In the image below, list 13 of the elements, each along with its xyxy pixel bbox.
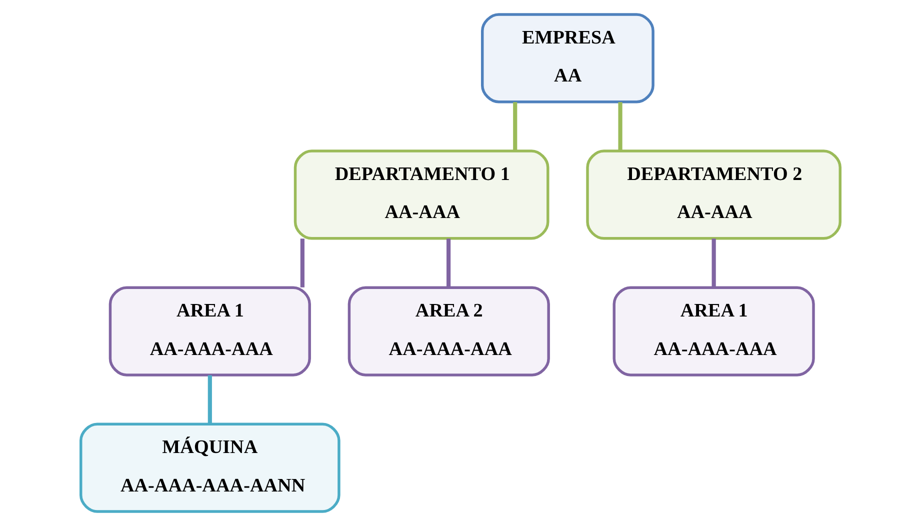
connector	[512, 102, 517, 150]
node-box: MÁQUINA AA-AAA-AAA-AANN	[79, 422, 340, 512]
connector	[618, 102, 622, 150]
node-box: EMPRESA AA	[480, 12, 654, 103]
node-box: AREA 1 AA-AAA-AAA	[108, 286, 310, 376]
node-box: DEPARTAMENTO 2 AA-AAA	[586, 149, 841, 240]
node-box: AREA 2 AA-AAA-AAA	[347, 286, 550, 376]
connector	[300, 238, 304, 287]
node-box: DEPARTAMENTO 1 AA-AAA	[293, 149, 549, 240]
connector	[446, 238, 450, 287]
connector	[711, 238, 716, 287]
node-box: AREA 1 AA-AAA-AAA	[612, 286, 814, 376]
connector	[207, 374, 212, 424]
